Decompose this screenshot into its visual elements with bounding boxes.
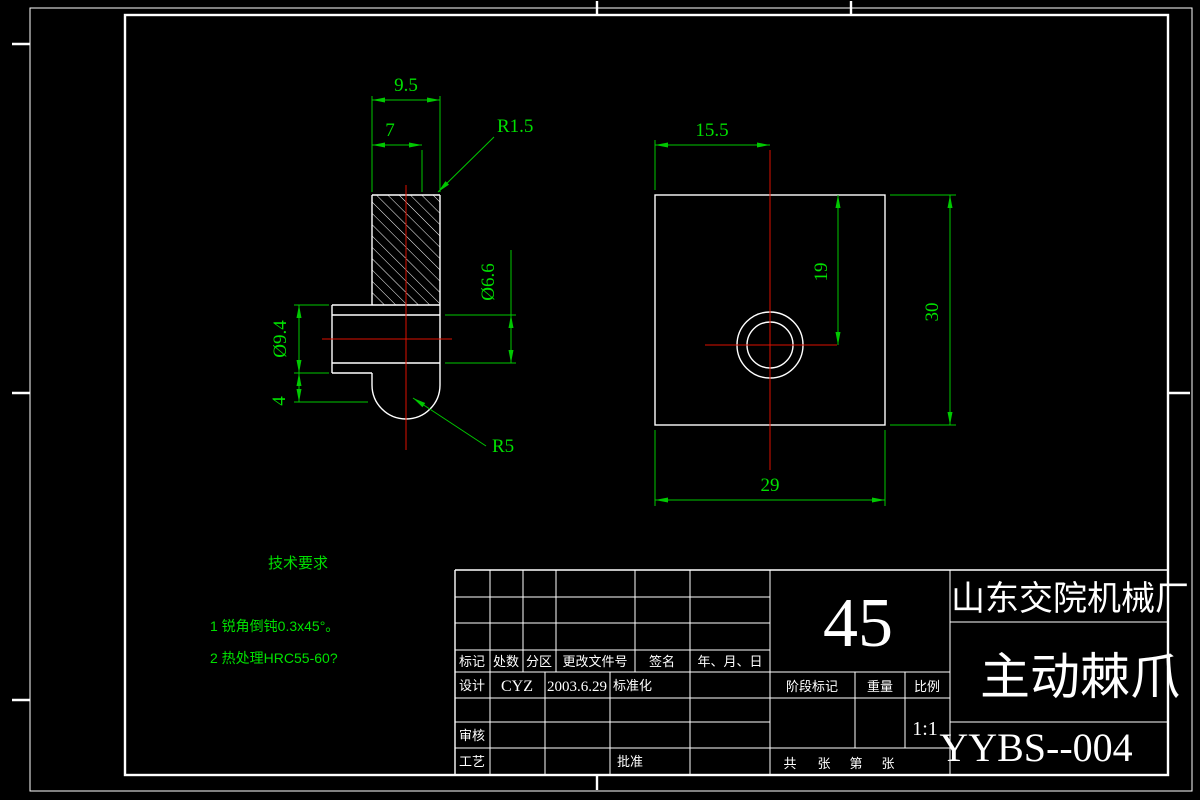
dim-hole-offset-y: 19 [811,263,832,282]
front-view: 15.5 19 30 29 [654,120,956,506]
title-block-rows [455,596,1168,749]
company-name: 山东交院机械厂 [951,580,1189,618]
dim-tip-height: 4 [269,396,290,406]
col-date-label: 年、月、日 [697,654,762,669]
leader-fillet [437,136,495,193]
front-centerlines [705,150,837,470]
designer-name: CYZ [501,678,533,695]
part-name: 主动棘爪 [980,649,1180,705]
leader-round [412,397,487,447]
outer-border [29,7,1193,792]
col-zone-label: 分区 [526,654,552,669]
dim-outer-width: 9.5 [394,75,418,96]
title-block: 标记 处数 分区 更改文件号 签名 年、月、日 设计 CYZ 2003.6.29… [454,569,1189,775]
notes-title: 技术要求 [268,555,328,572]
drawing-number: YYBS--004 [939,725,1132,770]
sheet-total-label: 共 [783,756,796,771]
col-signature-label: 签名 [649,654,675,669]
standardization-label: 标准化 [613,678,652,693]
dim-plate-height: 30 [922,303,943,322]
inner-border [123,13,1170,777]
stage-mark-label: 阶段标记 [786,679,838,694]
sheet-number-label: 第 [849,756,862,771]
section-centerlines [322,185,452,450]
dim-fillet-radius: R1.5 [497,116,533,137]
dim-inner-width: 7 [385,120,395,141]
section-view: 9.5 7 R1.5 Ø6.6 Ø9.4 4 R5 [269,75,533,457]
review-label: 审核 [459,728,485,743]
sheet-number-unit: 张 [881,756,894,771]
note-item-1: 1 锐角倒钝0.3x45°。 [210,618,339,634]
dim-bottom-radius: R5 [492,436,514,457]
dim-boss-diameter: Ø9.4 [270,320,291,358]
col-mark-label: 标记 [459,654,485,669]
dim-hole-offset-x: 15.5 [695,120,728,141]
sheet-total-unit: 张 [817,756,830,771]
material-grade: 45 [823,585,893,662]
centering-marks [12,1,1190,790]
title-block-columns [489,570,951,775]
note-item-2: 2 热处理HRC55-60? [210,650,338,666]
scale-value: 1:1 [912,718,938,740]
col-change-file-label: 更改文件号 [562,654,627,669]
approve-label: 批准 [617,754,643,769]
design-date: 2003.6.29 [547,679,607,695]
dim-bore-diameter: Ø6.6 [478,263,499,300]
process-label: 工艺 [459,754,485,769]
extension-lines-right [654,140,956,506]
drawing-frame [12,1,1193,792]
scale-label: 比例 [914,679,940,694]
design-label: 设计 [459,678,485,693]
technical-notes: 技术要求 1 锐角倒钝0.3x45°。 2 热处理HRC55-60? [210,555,339,666]
col-count-label: 处数 [493,654,519,669]
weight-label: 重量 [867,679,893,694]
dim-plate-width: 29 [761,475,780,496]
